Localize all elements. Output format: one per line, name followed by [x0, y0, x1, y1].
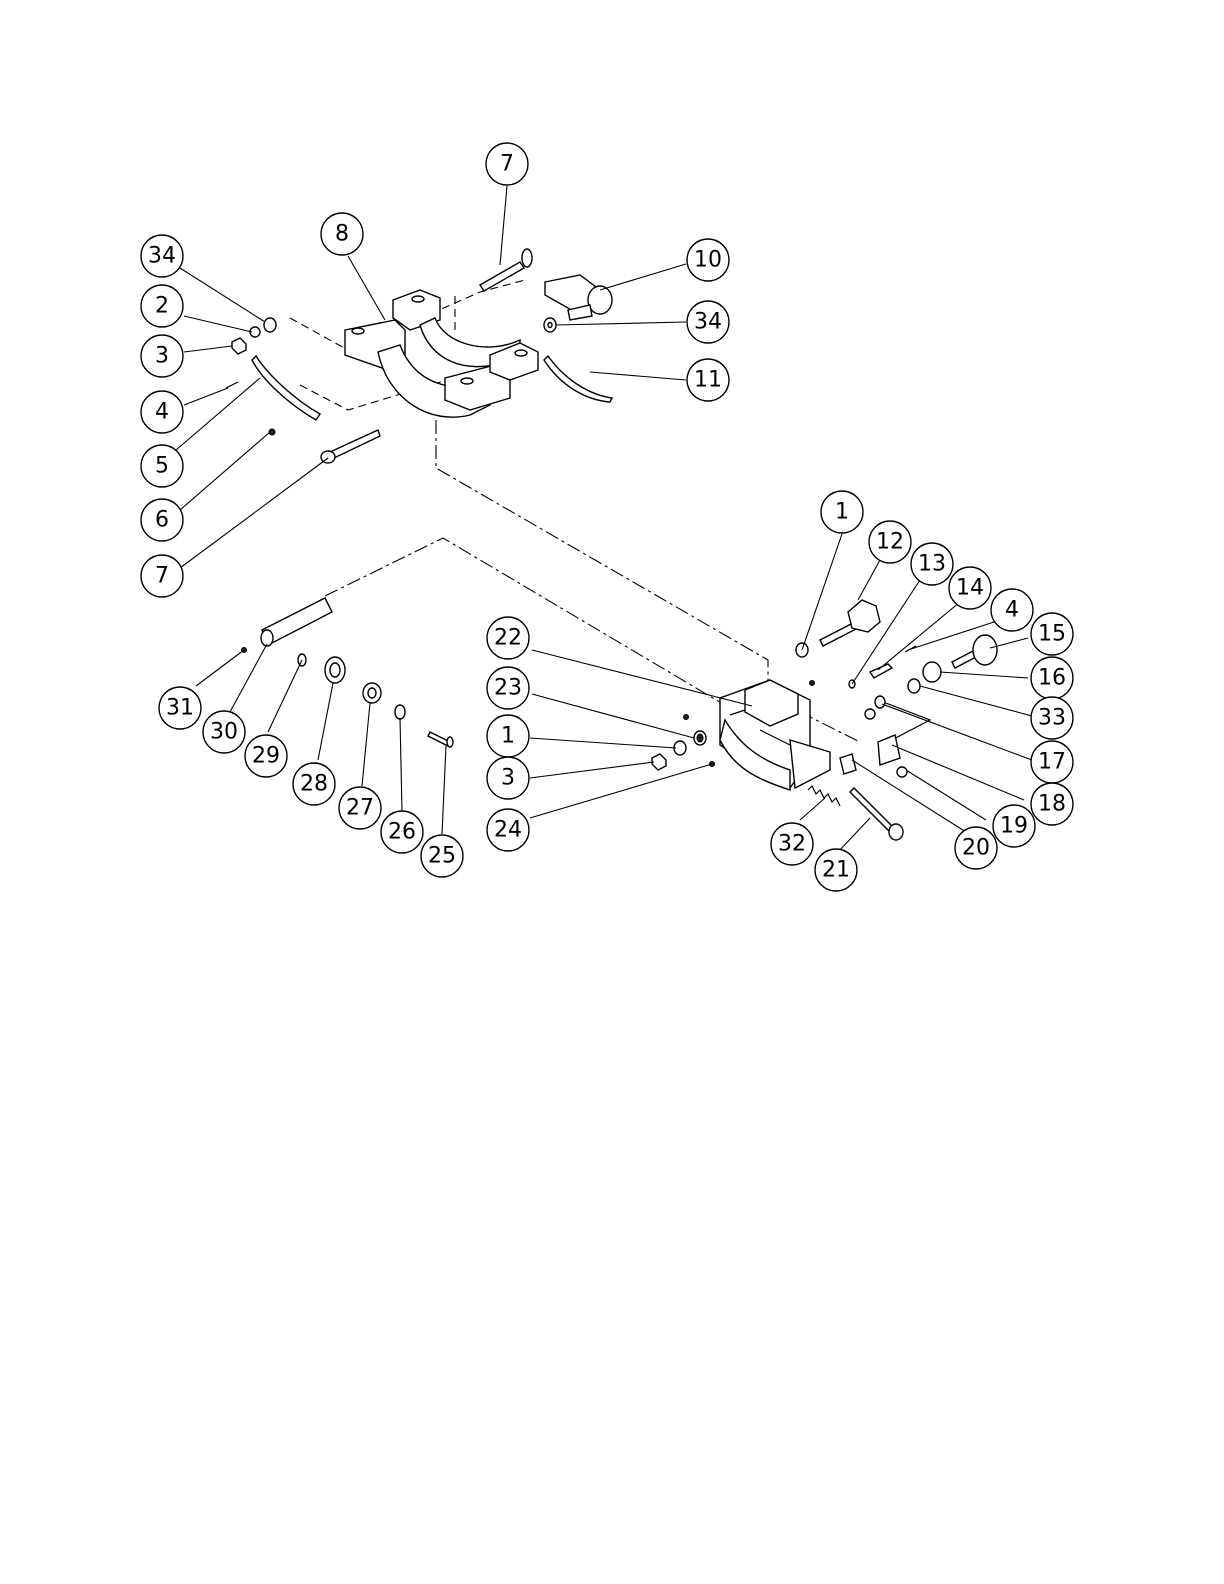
callout-number: 34 [694, 310, 722, 335]
callout-15: 15 [1031, 613, 1073, 655]
callout-number: 17 [1038, 750, 1066, 775]
callout-28: 28 [293, 763, 335, 805]
callout-number: 7 [500, 152, 514, 177]
callout-20: 20 [955, 827, 997, 869]
callout-number: 14 [956, 576, 984, 601]
callout-number: 13 [918, 552, 946, 577]
callout-number: 3 [501, 766, 515, 791]
callout-number: 19 [1000, 814, 1028, 839]
callout-number: 24 [494, 818, 522, 843]
callout-number: 12 [876, 530, 904, 555]
callout-number: 25 [428, 844, 456, 869]
callout-number: 16 [1038, 666, 1066, 691]
callout-number: 29 [252, 744, 280, 769]
callout-8: 8 [321, 213, 363, 255]
spring-32-bolt-21 [808, 786, 903, 840]
callout-23: 23 [487, 667, 529, 709]
callout-22: 22 [487, 617, 529, 659]
callout-number: 2 [155, 294, 169, 319]
pointer-arc-11 [544, 356, 612, 402]
callout-16: 16 [1031, 657, 1073, 699]
callout-1-top: 1 [821, 491, 863, 533]
callout-number: 30 [210, 720, 238, 745]
callout-number: 3 [155, 344, 169, 369]
callout-number: 1 [835, 500, 849, 525]
callout-number: 26 [388, 820, 416, 845]
callout-number: 6 [155, 508, 169, 533]
callout-number: 21 [822, 858, 850, 883]
callout-number: 34 [148, 244, 176, 269]
callout-14: 14 [949, 567, 991, 609]
callout-33: 33 [1031, 697, 1073, 739]
callout-number: 28 [300, 772, 328, 797]
callout-21: 21 [815, 849, 857, 891]
callout-4-left: 4 [141, 391, 183, 433]
callout-number: 15 [1038, 622, 1066, 647]
callout-30: 30 [203, 711, 245, 753]
callout-25: 25 [421, 835, 463, 877]
callout-18: 18 [1031, 783, 1073, 825]
callout-2: 2 [141, 285, 183, 327]
callout-number: 7 [155, 564, 169, 589]
callout-7-top: 7 [486, 143, 528, 185]
callout-34-right: 34 [687, 301, 729, 343]
callout-19: 19 [993, 805, 1035, 847]
handle-10 [545, 275, 612, 320]
callout-3-left: 3 [141, 335, 183, 377]
callout-10: 10 [687, 239, 729, 281]
callout-number: 1 [501, 724, 515, 749]
callout-number: 23 [494, 676, 522, 701]
callout-number: 31 [166, 696, 194, 721]
callout-1-mid: 1 [487, 715, 529, 757]
callout-number: 27 [346, 796, 374, 821]
callout-6: 6 [141, 499, 183, 541]
callout-number: 4 [1005, 598, 1019, 623]
callout-3-mid: 3 [487, 757, 529, 799]
callout-number: 22 [494, 626, 522, 651]
callout-number: 32 [778, 832, 806, 857]
callout-7-bottom: 7 [141, 555, 183, 597]
callout-12: 12 [869, 521, 911, 563]
callout-11: 11 [687, 359, 729, 401]
callout-24: 24 [487, 809, 529, 851]
callout-32: 32 [771, 823, 813, 865]
callout-26: 26 [381, 811, 423, 853]
callout-34-left: 34 [141, 235, 183, 277]
callout-number: 33 [1038, 706, 1066, 731]
callout-number: 5 [155, 454, 169, 479]
callout-27: 27 [339, 787, 381, 829]
callout-17: 17 [1031, 741, 1073, 783]
shaft-assembly [242, 598, 454, 747]
base-bracket [720, 680, 830, 790]
callout-31: 31 [159, 687, 201, 729]
callout-number: 4 [155, 400, 169, 425]
callout-5: 5 [141, 445, 183, 487]
callout-number: 10 [694, 248, 722, 273]
washer-34-right [544, 318, 556, 332]
callout-4-right: 4 [991, 589, 1033, 631]
leader-lines [176, 186, 1032, 852]
callout-group: 7834234567103411112131441516331718192021… [141, 143, 1073, 891]
callout-number: 20 [962, 836, 990, 861]
callout-number: 8 [335, 222, 349, 247]
callout-13: 13 [911, 543, 953, 585]
trunnion-upper [345, 290, 538, 417]
callout-number: 11 [694, 368, 722, 393]
callout-number: 18 [1038, 792, 1066, 817]
callout-29: 29 [245, 735, 287, 777]
